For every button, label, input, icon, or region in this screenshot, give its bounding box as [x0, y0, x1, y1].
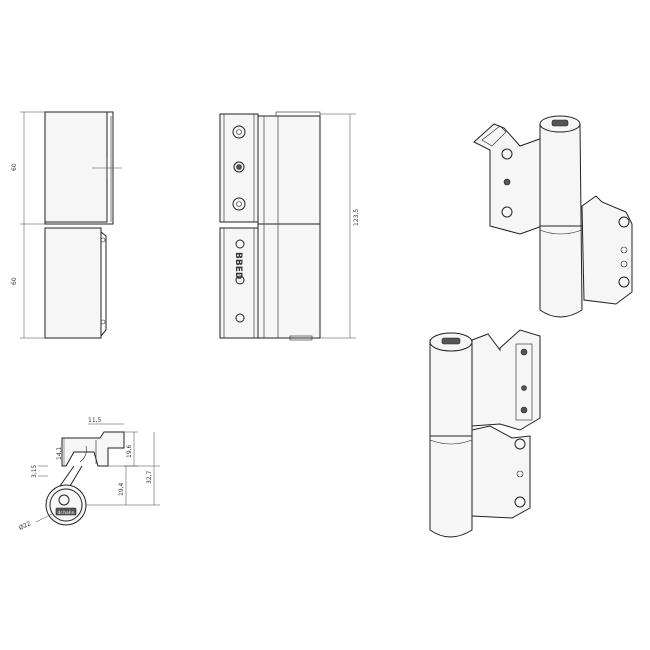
section-logo-badge: [55, 507, 77, 516]
lower-screw-3: [235, 313, 245, 323]
side-barrel: [257, 115, 321, 339]
dim-lower-label: 19,4: [118, 482, 125, 496]
iso-view-lower: [429, 329, 541, 538]
dim-total-height-label: 32,7: [146, 470, 153, 484]
iso2-hole-1: [514, 438, 526, 450]
lower-screw-2: [235, 275, 245, 285]
front-dim-bottom-label: 60: [11, 277, 18, 285]
side-view: BBED 123,5: [219, 111, 360, 341]
dim-thickness-label: 3,15: [31, 464, 38, 478]
lower-screw-1: [235, 239, 245, 249]
section-pin: [58, 494, 70, 506]
iso1-hole-4: [618, 276, 630, 288]
dim-height-left-label: 14,1: [56, 446, 63, 460]
front-upper-leaf: [44, 111, 108, 223]
adjust-screw: [233, 161, 245, 173]
front-lower-leaf: [44, 227, 102, 339]
front-view: 60 60: [11, 111, 122, 339]
iso2-lower-plate: [471, 425, 531, 519]
iso2-barrel: [429, 332, 473, 538]
iso2-upper-plate: [471, 329, 541, 431]
iso1-barrel: [539, 117, 583, 318]
section-logo-text: dr.hahn: [57, 510, 74, 516]
section-view: dr.hahn 11,5 19,6 14,1 3,15 32,7 19,4 Ø2…: [18, 417, 160, 532]
side-lower-plate: [219, 227, 259, 339]
iso-view-upper: [473, 115, 633, 318]
iso1-hole-2: [501, 206, 513, 218]
iso1-lower-plate: [581, 195, 633, 305]
screw-hole-bottom: [232, 197, 246, 211]
section-profile: [61, 431, 125, 467]
iso1-upper-plate: [473, 123, 549, 235]
side-brand-mark: BBED: [233, 252, 243, 279]
iso1-hole-1: [501, 148, 513, 160]
dim-diameter-label: Ø22: [18, 520, 32, 532]
screw-hole-top: [232, 125, 246, 139]
front-dim-top-label: 60: [11, 163, 18, 171]
iso2-hole-2: [514, 496, 526, 508]
side-dim-total-label: 123,5: [353, 209, 360, 226]
dim-width-label: 11,5: [88, 417, 102, 424]
iso1-adjust-screw: [503, 178, 511, 186]
front-lower-edge: [100, 231, 107, 337]
dim-height-right-label: 19,6: [126, 444, 133, 458]
iso1-hole-3: [618, 216, 630, 228]
